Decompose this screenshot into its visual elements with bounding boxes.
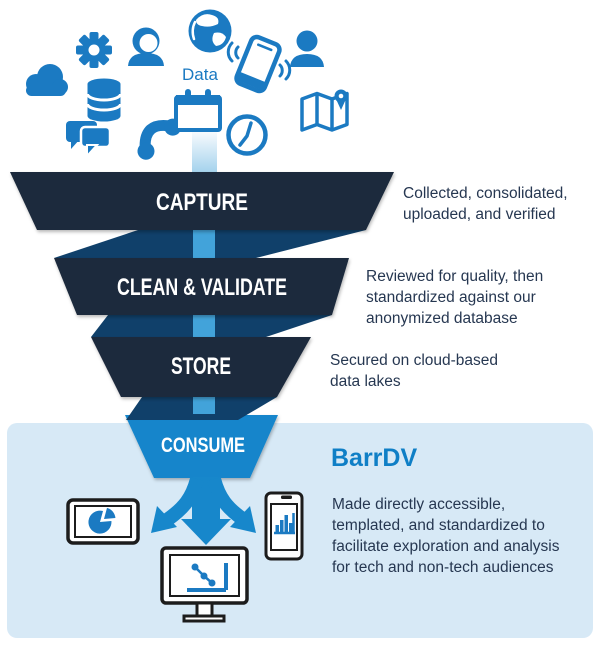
funnel-stage-consume-label: CONSUME: [161, 434, 245, 457]
globe-icon: [188, 9, 232, 53]
store-description-line: Secured on cloud-based: [330, 352, 499, 369]
cloud-icon: [26, 64, 68, 96]
male-user-icon: [290, 30, 324, 67]
phone-bar-chart-icon: [264, 491, 304, 561]
monitor-line-chart-icon: [160, 546, 249, 623]
capture-description: Collected, consolidated, uploaded, and v…: [403, 183, 568, 225]
store-description-line: data lakes: [330, 373, 401, 390]
capture-description-line: uploaded, and verified: [403, 206, 556, 223]
data-stream-segment-2: [193, 315, 215, 337]
funnel-stage-clean-validate-label: CLEAN & VALIDATE: [117, 274, 287, 301]
funnel-stage-capture-label: CAPTURE: [156, 189, 248, 216]
consume-description: Made directly accessible, templated, and…: [332, 494, 559, 578]
clean-validate-description-line: Reviewed for quality, then: [366, 268, 544, 285]
curved-arrow-left-icon: [151, 477, 204, 533]
clean-validate-description: Reviewed for quality, then standardized …: [366, 266, 543, 329]
curved-arrow-right-icon: [207, 477, 256, 533]
vibrating-phone-icon: [226, 34, 292, 94]
funnel-stage-capture: [10, 172, 394, 230]
data-stream-segment-3: [193, 397, 215, 414]
consume-description-line: templated, and standardized to: [332, 517, 545, 534]
consume-description-line: facilitate exploration and analysis: [332, 538, 560, 555]
gear-icon: [76, 32, 112, 68]
consume-description-line: for tech and non-tech audiences: [332, 559, 554, 576]
funnel-stage-store: [91, 337, 311, 397]
funnel-stage-store-label: STORE: [171, 353, 231, 380]
map-pin-icon: [300, 89, 349, 132]
chat-bubbles-icon: [66, 121, 112, 159]
store-description: Secured on cloud-based data lakes: [330, 350, 498, 392]
data-label: Data: [182, 65, 218, 84]
data-stream-segment-1: [193, 230, 215, 258]
calendar-icon: [174, 89, 222, 132]
tablet-pie-chart-icon: [66, 498, 140, 545]
capture-description-line: Collected, consolidated,: [403, 185, 568, 202]
funnel-stage-consume: [125, 415, 278, 478]
female-user-icon: [128, 27, 164, 66]
clock-icon: [226, 114, 268, 156]
clean-validate-description-line: anonymized database: [366, 310, 518, 327]
clean-validate-description-line: standardized against our: [366, 289, 536, 306]
consume-description-line: Made directly accessible,: [332, 496, 506, 513]
database-icon: [86, 78, 122, 122]
data-stream-top: [192, 128, 217, 175]
funnel-stage-clean-validate: [54, 258, 349, 315]
brand-title: BarrDV: [331, 444, 418, 472]
